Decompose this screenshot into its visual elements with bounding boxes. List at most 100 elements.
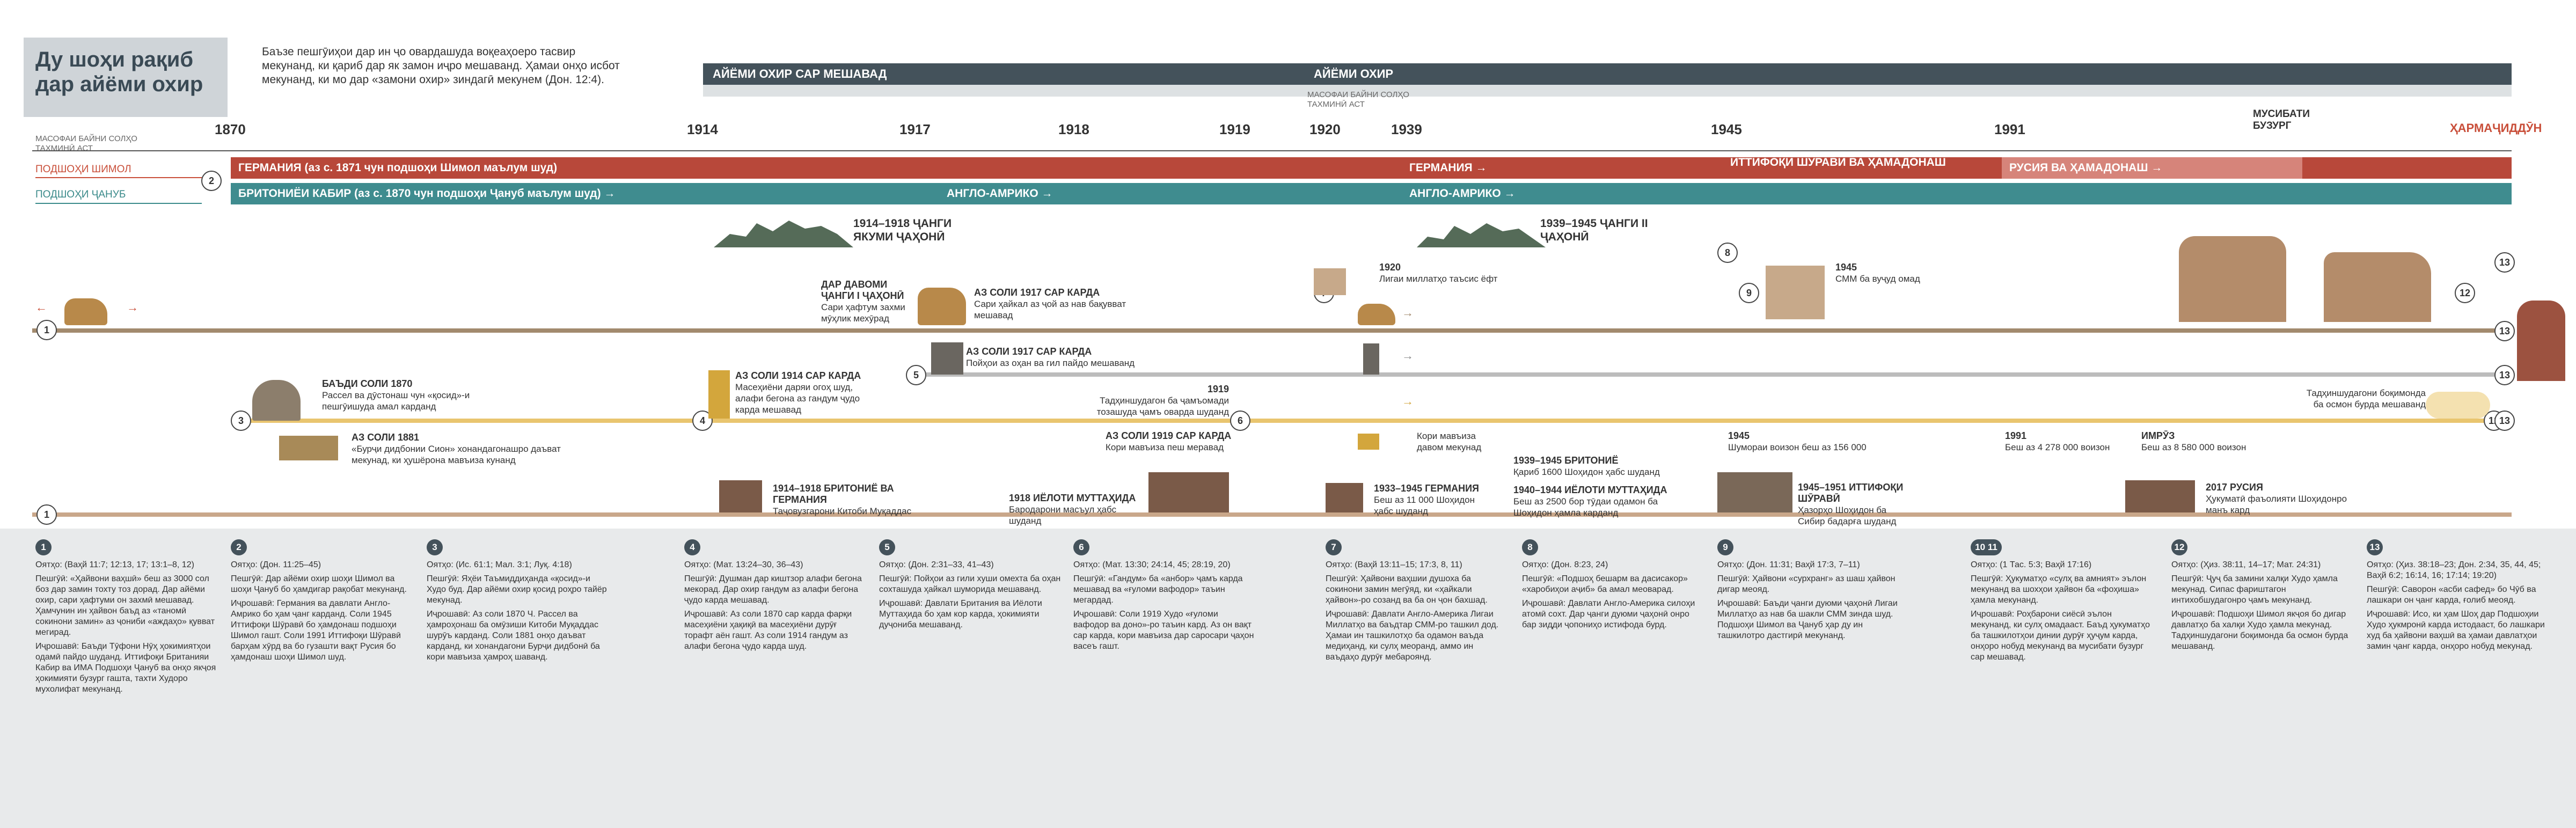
year-1920: 1920 [1309, 121, 1341, 137]
russia-label: РУСИЯ ВА ҲАМАДОНАШ [2009, 162, 2148, 174]
event-1870-title: БАЪДИ СОЛИ 1870 [322, 378, 413, 389]
event-1919-title: 1919 [1207, 384, 1229, 394]
event-preach-continues-text: Кори мавъиза давом мекунад [1417, 431, 1482, 452]
column-fulfillment: Иҷрошавӣ: Исо, ки ҳам Шоҳ дар Подшоҳии Х… [2367, 610, 2545, 651]
marker-13-a: 13 [2494, 252, 2515, 273]
column-fulfillment: Иҷрошавӣ: Баъди Тӯфони Нӯҳ ҳокимиятҳои о… [35, 642, 216, 694]
russell-portrait [252, 380, 301, 421]
title-panel: Ду шоҳи рақиб дар айёми охир [24, 38, 228, 117]
explanation-panel [0, 529, 2576, 828]
event-1917b-title: АЗ СОЛИ 1917 САР КАРДА [966, 346, 1092, 357]
event-2017-text: Ҳукуматӣ фаъолияти Шоҳидонро манъ кард [2206, 494, 2347, 515]
event-today-text: Беш аз 8 580 000 воизон [2141, 442, 2246, 452]
marker-5: 5 [906, 365, 926, 385]
russia-segment: РУСИЯ ВА ҲАМАДОНАШ → [2002, 157, 2302, 179]
event-1917a-title: АЗ СОЛИ 1917 САР КАРДА [974, 287, 1100, 298]
communist-segment: ИТТИФОҚИ ШӮРАВӢ ВА ҲАМАДОНАШ [1723, 155, 1959, 176]
event-1881-text: «Бурҷи дидбонии Сион» хонандагонашро даъ… [352, 444, 561, 465]
column-fulfillment: Иҷрошавӣ: Давлати Англо-Америка Лигаи Ми… [1326, 610, 1499, 662]
column-number: 3 [427, 539, 443, 555]
germany-segment: ГЕРМАНИЯ → [1409, 162, 1487, 174]
strip-row-2 [912, 372, 2512, 377]
arrow-left-1: ← [35, 301, 47, 314]
event-1945-un-title: 1945 [1835, 262, 1857, 273]
year-1914: 1914 [687, 121, 718, 137]
column-number: 9 [1717, 539, 1733, 555]
britain-label: БРИТОНИЁИ КАБИР (аз с. 1870 чун подшоҳи … [238, 187, 601, 200]
angloamerica-label-1: АНГЛО-АМРИКО [947, 187, 1038, 200]
north-row-label: ПОДШОҲИ ШИМОЛ [35, 164, 131, 175]
marker-13-c: 13 [2494, 365, 2515, 385]
column-fulfillment: Иҷрошавӣ: Германия ва давлати Англо-Амри… [231, 599, 401, 662]
event-ww1-wound-text: Сари ҳафтум захми мӯҳлик мехӯрад [821, 302, 905, 324]
year-1870: 1870 [215, 121, 246, 137]
column-prophecy: Пешгӯӣ: «Ҳайвони ваҳшӣ» беш аз 3000 сол … [35, 574, 215, 637]
column-prophecy: Пешгӯӣ: Душман дар киштзор алафи бегона … [684, 574, 862, 605]
event-preach-continues: Кори мавъиза давом мекунад [1417, 430, 1492, 453]
column-prophecy: Пешгӯӣ: Пойҳои аз гили хуши омехта ба оҳ… [879, 574, 1061, 594]
intro-text: Баъзе пешгӯиҳои дар ин ҷо овардашуда воқ… [262, 46, 620, 86]
clouds-image [2426, 392, 2490, 419]
column-fulfillment: Иҷрошавӣ: Аз соли 1870 Ч. Рассел ва ҳамр… [427, 610, 600, 662]
column-number: 2 [231, 539, 247, 555]
column-verses: Оятҳо: (Мат. 13:24–30, 36–43) [684, 560, 803, 569]
wheat-image-1 [708, 370, 730, 419]
event-1881: АЗ СОЛИ 1881«Бурҷи дидбонии Сион» хонанд… [352, 432, 572, 466]
ww2-label: 1939–1945 ҶАНГИ II ҶАҲОНӢ [1540, 217, 1648, 243]
south-underline [35, 203, 202, 204]
column-verses: Оятҳо: (Ҳиз. 38:18–23; Дон. 2:34, 35, 44… [2367, 560, 2541, 580]
germany-1871-label: ГЕРМАНИЯ (аз с. 1871 чун подшоҳи Шимол м… [238, 162, 558, 174]
beast-silhouette-3 [1358, 304, 1395, 325]
great-tribulation-label: МУСИБАТИ БУЗУРГ [2253, 108, 2310, 131]
south-bar: БРИТОНИЁИ КАБИР (аз с. 1870 чун подшоҳи … [231, 183, 2512, 204]
marker-2: 2 [201, 171, 222, 191]
event-1881-title: АЗ СОЛИ 1881 [352, 432, 419, 443]
armageddon-label: ҲАРМАҶИДДӮН [2450, 121, 2542, 135]
un-building-image [1766, 266, 1825, 319]
marker-9: 9 [1739, 283, 1759, 303]
column-verses: Оятҳо: (Дон. 11:25–45) [231, 560, 321, 569]
column-number: 6 [1073, 539, 1089, 555]
russia-people-image [2125, 480, 2195, 512]
last-days-start-bar: АЙЁМИ ОХИР САР МЕШАВАД [703, 63, 1304, 85]
arrow-right-3: → [1402, 349, 1414, 362]
year-1939: 1939 [1391, 121, 1422, 137]
column-verses: Оятҳо: (1 Тас. 5:3; Ваҳй 17:16) [1971, 560, 2092, 569]
column-prophecy: Пешгӯӣ: «Гандум» ба «анбор» ҷамъ карда м… [1073, 574, 1243, 605]
angloamerica-segment-1: АНГЛО-АМРИКО → [947, 187, 1053, 200]
column-prophecy: Пешгӯӣ: Дар айёми охир шоҳи Шимол ва шоҳ… [231, 574, 407, 594]
column-verses: Оятҳо: (Дон. 11:31; Ваҳй 17:3, 7–11) [1717, 560, 1860, 569]
column-fulfillment: Иҷрошавӣ: Баъди ҷанги дуюми ҷаҳонӣ Лигаи… [1717, 599, 1898, 640]
marker-13-b: 13 [2494, 321, 2515, 341]
rider-image [2517, 301, 2565, 381]
year-1991: 1991 [1994, 121, 2025, 137]
event-1945-publishers-text: Шумораи воизон беш аз 156 000 [1728, 442, 1867, 452]
column-prophecy: Пешгӯӣ: «Подшоҳ бешарм ва дасисакор» «ха… [1522, 574, 1688, 594]
event-1945-ussr-text: Ҳазорҳо Шоҳидон ба Сибир бадарға шуданд [1798, 505, 1897, 526]
column-fulfillment: Иҷрошавӣ: Давлати Англо-Америка силоҳи а… [1522, 599, 1695, 629]
last-days-start-label: АЙЁМИ ОХИР САР МЕШАВАД [713, 67, 887, 80]
prisoners-image-3 [1326, 483, 1363, 512]
event-1914-britain-text: Таҷовузгарони Китоби Муқаддас [773, 506, 912, 516]
south-row-label: ПОДШОҲИ ҶАНУБ [35, 189, 126, 200]
column-number: 4 [684, 539, 700, 555]
event-1933-title: 1933–1945 ГЕРМАНИЯ [1374, 483, 1479, 494]
column-number: 7 [1326, 539, 1342, 555]
event-1914-title: АЗ СОЛИ 1914 САР КАРДА [735, 370, 861, 381]
